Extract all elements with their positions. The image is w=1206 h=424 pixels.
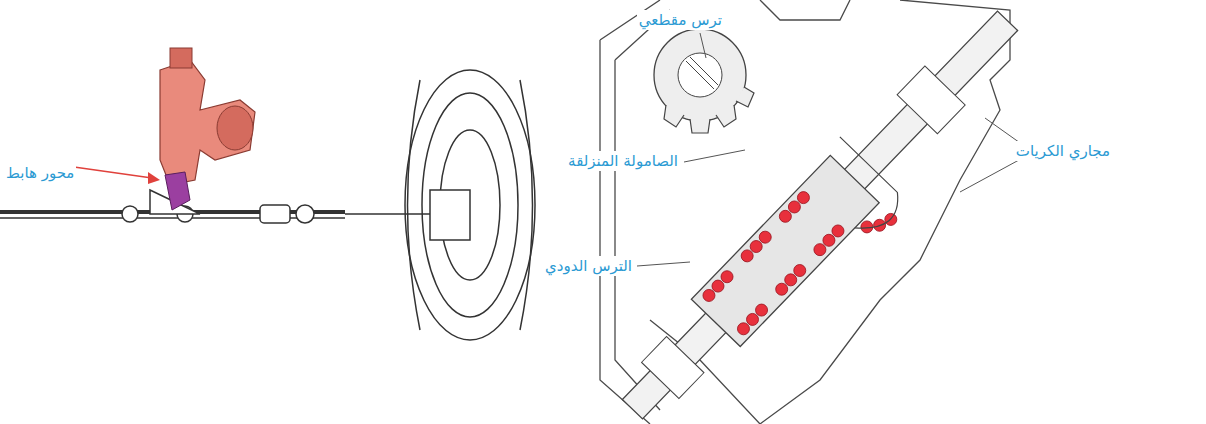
steering-box <box>160 48 255 210</box>
part-label: ترس مقطعي <box>637 10 724 30</box>
part-label: الصامولة المنزلقة <box>566 151 680 171</box>
pointer-arrow <box>74 167 160 184</box>
part-label: مجاري الكريات <box>1014 141 1112 161</box>
steering-linkage <box>0 70 535 340</box>
part-label: محور هابط <box>4 163 76 183</box>
leader-lines <box>637 33 1030 266</box>
worm-shaft <box>604 0 1051 424</box>
sector-gear <box>654 29 754 133</box>
part-label: الترس الدودي <box>543 256 634 276</box>
